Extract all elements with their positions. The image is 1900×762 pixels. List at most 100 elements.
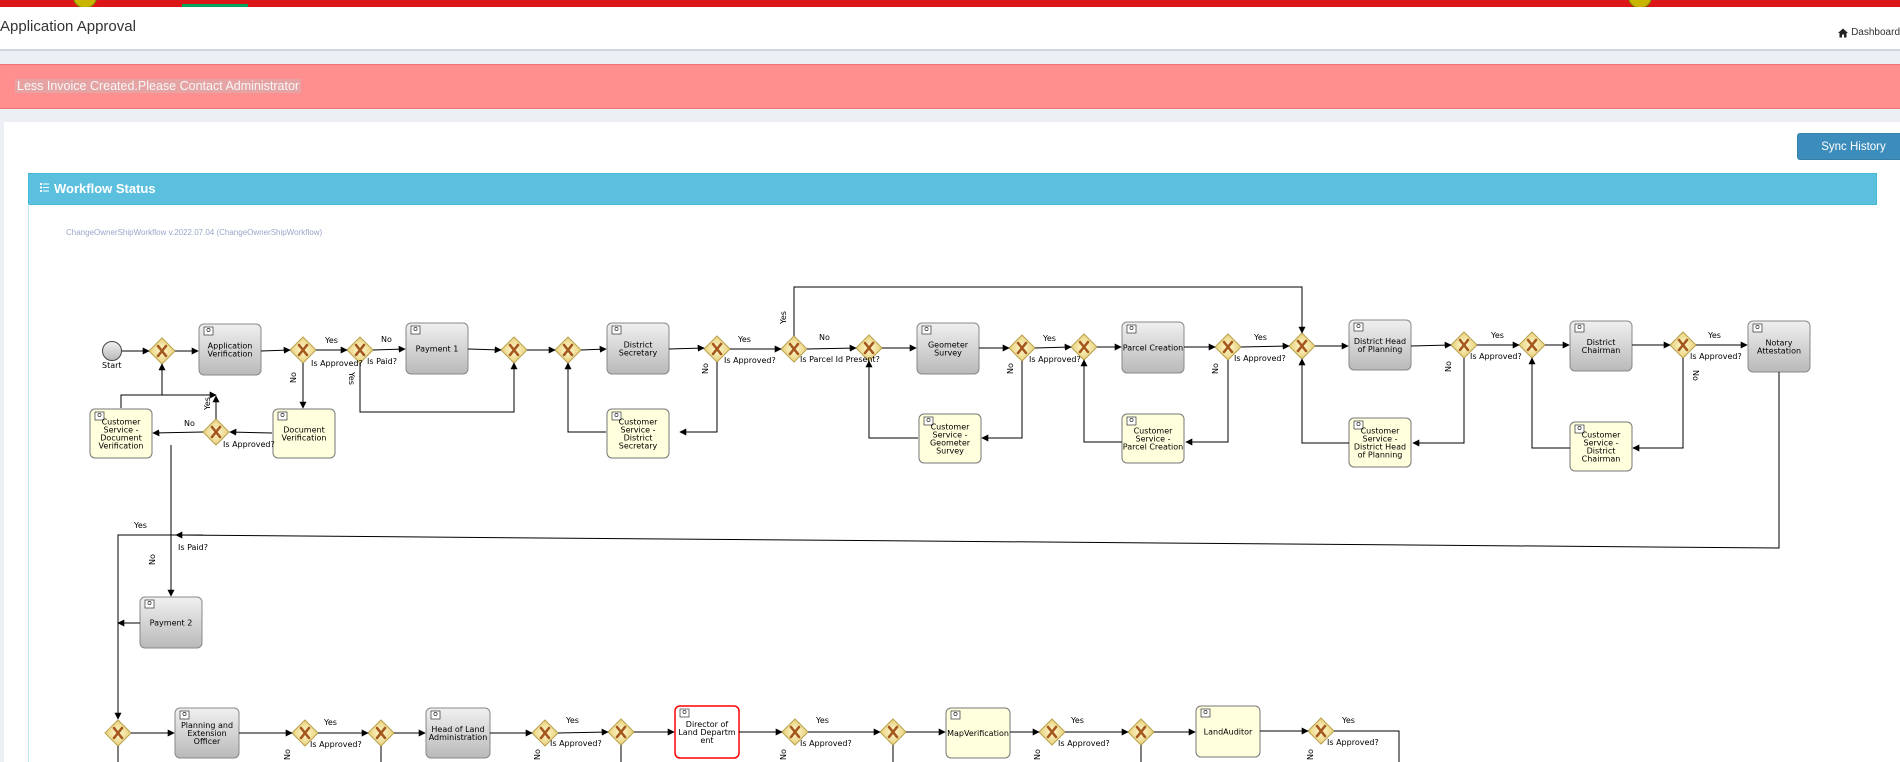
gateway-x-marker (562, 343, 574, 357)
user-icon-head (1356, 422, 1361, 426)
breadcrumb[interactable]: Dashboard (1838, 27, 1900, 38)
task-label: Planning and (181, 721, 233, 730)
task-label: Survey (936, 447, 964, 456)
user-icon-head (1577, 325, 1582, 329)
task-label: Application (208, 342, 253, 351)
user-icon-head (280, 413, 285, 417)
list-icon (40, 183, 49, 192)
task-label: Service - (1136, 435, 1171, 444)
user-icon (430, 710, 441, 720)
task-label: Service - (104, 426, 139, 435)
flow-label: Is Approved? (550, 739, 602, 748)
sequence-flow (580, 345, 607, 353)
user-icon (1200, 708, 1211, 718)
sequence-flow (120, 391, 217, 408)
flow-label: Is Approved? (310, 740, 362, 749)
user-icon (94, 411, 105, 421)
user-icon-head (926, 418, 931, 422)
task-label: MapVerification (947, 729, 1009, 738)
flow-label: Yes (1341, 716, 1355, 725)
gateway-r3-5 (607, 718, 635, 746)
task-box (1348, 319, 1412, 371)
gateway-r3-9 (1127, 718, 1155, 746)
gateway-r3-4 (531, 719, 559, 747)
task-label: Administration (429, 733, 488, 742)
sequence-flow (1298, 358, 1349, 444)
task-label: Verification (99, 442, 144, 451)
flow-label: Yes (347, 371, 356, 385)
user-icon-head (1755, 325, 1760, 329)
sequence-flow (1240, 342, 1290, 350)
task-box (272, 408, 336, 459)
user-icon-head (206, 328, 211, 332)
sequence-flow (806, 344, 857, 352)
sequence-flow (467, 346, 502, 354)
flow-label: Yes (324, 336, 338, 345)
flow-label: Yes (1707, 331, 1721, 340)
task-label: Document (283, 426, 324, 435)
gateway-x-marker (788, 342, 800, 356)
user-icon-head (614, 327, 619, 331)
user-icon-head (1203, 710, 1208, 714)
task-t16: Payment 2 (139, 596, 203, 649)
gateway-x-marker (1016, 341, 1028, 355)
gateway-x-marker (112, 726, 124, 740)
task-box (405, 322, 469, 375)
flow-label: Is Approved? (1234, 354, 1286, 363)
gateway-x-marker (711, 342, 723, 356)
user-icon-head (1356, 324, 1361, 328)
task-label: Customer (1582, 431, 1622, 440)
alert-message: Less Invoice Created.Please Contact Admi… (15, 79, 302, 93)
task-box (1121, 413, 1185, 464)
user-icon (611, 411, 622, 421)
task-label: Payment 1 (416, 345, 459, 354)
gateway-3 (346, 336, 374, 364)
task-label: Geometer (930, 439, 971, 448)
task-label: Service - (1363, 435, 1398, 444)
user-icon (277, 411, 288, 421)
user-icon-head (413, 327, 418, 331)
sequence-flow (564, 362, 606, 433)
gateway-10 (1070, 333, 1098, 361)
flow-label: Is Approved? (1690, 352, 1742, 361)
flow-label: No (1691, 370, 1700, 381)
gateway-r3-6 (781, 718, 809, 746)
task-label: Extension (187, 729, 226, 738)
user-icon (1353, 420, 1364, 430)
gateway-x-marker (887, 725, 899, 739)
flow-label: No (701, 363, 710, 374)
user-icon (1126, 324, 1137, 334)
task-label: Customer (1361, 427, 1401, 436)
flow-label: Yes (1070, 716, 1084, 725)
gateway-r3-10 (1307, 717, 1335, 745)
task-label: District (624, 341, 653, 350)
start-label: Start (102, 361, 122, 370)
flow-label: Yes (815, 716, 829, 725)
gateway-x-marker (1526, 338, 1538, 352)
sequence-flow (359, 362, 518, 413)
flow-label: Is Approved? (1327, 738, 1379, 747)
gateway-x-marker (539, 726, 551, 740)
user-icon (921, 325, 932, 335)
sync-history-button[interactable]: Sync History (1797, 133, 1900, 160)
task-label: of Planning (1358, 451, 1403, 460)
flow-label: No (533, 749, 542, 760)
breadcrumb-dashboard-link[interactable]: Dashboard (1851, 27, 1900, 38)
task-t4: Payment 1 (405, 322, 469, 375)
flow-label: Is Paid? (367, 357, 397, 366)
user-icon-head (97, 413, 102, 417)
task-t9: Parcel Creation (1121, 321, 1185, 374)
gateway-x-marker (156, 344, 168, 358)
gateway-x-marker (1315, 724, 1327, 738)
task-label: ent (700, 736, 713, 745)
task-label: Document (100, 434, 141, 443)
flow-label: No (819, 333, 830, 342)
